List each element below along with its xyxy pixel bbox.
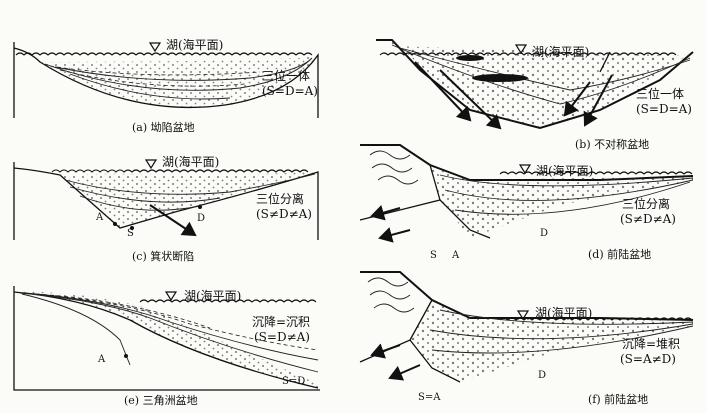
point-label-s-eq-a: S=A [418,392,441,403]
relation-label: 三位分离 [622,196,670,211]
lake-label: 湖(海平面) [536,163,593,178]
relation-label: 三位一体 [636,86,684,101]
formula-label: (S=D=A) [636,102,692,116]
point-label-a: A [97,354,106,365]
panel-e: 湖(海平面) 沉降=沉积 (S=D≠A) A S=D (e) 三角洲盆地 [13,286,320,407]
formula-label: (S=D=A) [262,84,318,98]
panel-c-diagram [13,159,319,240]
water-level-marker [164,291,178,302]
lake-label: 湖(海平面) [184,288,241,303]
relation-label: 三位分离 [256,191,304,206]
point-label-d: D [540,228,548,239]
panel-caption: (a) 坳陷盆地 [132,120,195,134]
relation-label: 沉降=堆积 [622,337,680,351]
relation-label: 沉降=沉积 [252,315,310,329]
panel-caption: (c) 箕状断陷 [132,249,194,263]
water-level-marker [514,44,528,55]
panel-b: 湖(海平面) 三位一体 (S=D=A) (b) 不对称盆地 [376,39,694,151]
lake-label: 湖(海平面) [535,305,592,320]
panel-d: 湖(海平面) 三位分离 (S≠D≠A) S A D (d) 前陆盆地 [359,144,694,261]
panel-caption: (e) 三角洲盆地 [124,393,198,407]
point-label-d: D [538,370,546,381]
formula-label: (S=A≠D) [620,352,676,366]
lake-label: 湖(海平面) [166,37,223,52]
water-level-marker [148,42,162,53]
panel-a: 湖(海平面) 三位一体 (S=D=A) (a) 坳陷盆地 [13,37,319,134]
panel-caption: (b) 不对称盆地 [575,137,649,151]
panel-f: 湖(海平面) 沉降=堆积 (S=A≠D) S=A D (f) 前陆盆地 [359,271,694,406]
point-label-a: A [451,250,460,261]
lake-label: 湖(海平面) [532,44,589,59]
point-label-a: A [95,212,104,223]
point-label-s-eq-d: S=D [282,376,305,387]
panel-caption: (d) 前陆盆地 [588,247,651,261]
panel-f-diagram [359,271,694,383]
lake-label: 湖(海平面) [162,154,219,169]
panel-c: 湖(海平面) 三位分离 (S≠D≠A) A S D (c) 箕状断陷 [13,154,319,263]
water-level-marker [144,159,158,170]
panel-a-diagram [13,42,319,118]
water-level-marker [518,164,532,175]
panel-b-diagram [376,39,694,130]
formula-label: (S=D≠A) [254,330,310,344]
panel-e-diagram [13,286,320,391]
relation-label: 三位一体 [262,68,310,83]
panel-d-diagram [359,144,694,243]
formula-label: (S≠D≠A) [620,212,676,226]
point-label-d: D [197,213,205,224]
formula-label: (S≠D≠A) [256,207,312,221]
point-label-s: S [430,250,437,261]
water-level-marker [516,310,530,321]
panel-caption: (f) 前陆盆地 [588,392,648,406]
point-label-s: S [127,228,134,239]
